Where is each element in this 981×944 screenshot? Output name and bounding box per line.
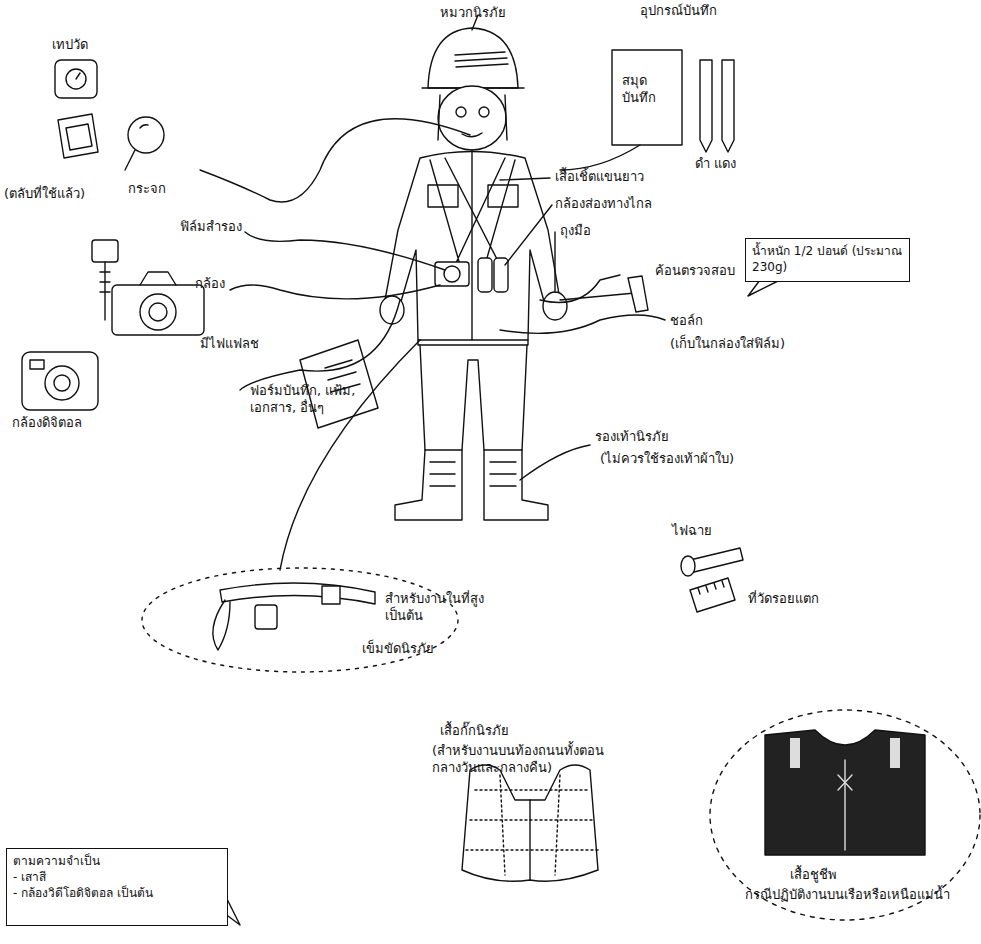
part-label: ถุงมือ xyxy=(560,222,591,239)
node-text: - กล้องวิดีโอดิจิตอล เป็นต้น xyxy=(13,885,221,901)
part-label: หมวกนิรภัย xyxy=(440,4,506,21)
life-jacket xyxy=(710,710,980,920)
flashlight-and-ruler xyxy=(681,548,743,612)
part-label: เข็มขัดนิรภัย xyxy=(362,640,434,657)
part-label: เสื้อเชิ้ตแขนยาว xyxy=(555,168,644,185)
cameras xyxy=(22,240,204,410)
part-label: เสื้อกั๊กนิรภัย xyxy=(440,722,509,739)
part-label: ที่วัดรอยแตก xyxy=(748,590,819,607)
node-text: ตามความจำเป็น xyxy=(13,853,221,869)
part-label: กล้องดิจิตอล xyxy=(12,414,82,431)
part-label: กระจก xyxy=(128,180,166,197)
small-tools xyxy=(55,60,164,170)
weight-callout: น้ำหนัก 1/2 ปอนด์ (ประมาณ 230g) xyxy=(745,238,910,282)
part-label: (ตลับที่ใช้แล้ว) xyxy=(4,185,85,202)
part-label: สมุด บันทึก xyxy=(622,72,672,106)
part-label: กรณีปฏิบัติงานบนเรือหรือเหนือแม่น้ำ xyxy=(745,886,950,903)
part-label: ค้อนตรวจสอบ xyxy=(655,262,735,279)
note-box: ตามความจำเป็น- เสาสี- กล้องวิดีโอดิจิตอล… xyxy=(6,848,228,926)
part-label: เทปวัด xyxy=(52,36,88,53)
part-label: (ไม่ควรใช้รองเท้าผ้าใบ) xyxy=(600,450,734,467)
part-label: (เก็บในกล่องใส่ฟิล์ม) xyxy=(670,335,785,352)
leader-lines xyxy=(200,15,665,570)
part-label: ฟอร์มบันทึก, แฟ้ม, เอกสาร, อื่นๆ xyxy=(250,382,370,416)
part-label: (สำหรับงานบนท้องถนนทั้งตอนกลางวันและกลาง… xyxy=(432,742,632,776)
inspector-figure xyxy=(300,28,648,520)
part-label: สำหรับงานในที่สูง เป็นต้น xyxy=(385,590,510,624)
part-label: ไฟฉาย xyxy=(672,522,712,539)
notebook-and-pens xyxy=(612,50,734,152)
part-label: ชอล์ก xyxy=(670,312,703,329)
part-label: รองเท้านิรภัย xyxy=(595,428,669,445)
part-label: ฟิล์มสำรอง xyxy=(180,218,242,235)
node-text: น้ำหนัก 1/2 ปอนด์ (ประมาณ 230g) xyxy=(752,243,903,275)
part-label: อุปกรณ์บันทึก xyxy=(640,2,717,19)
safety-vest xyxy=(462,765,598,881)
part-label: เสื้อชูชีพ xyxy=(790,866,837,883)
part-label: กล้องส่องทางไกล xyxy=(555,195,652,212)
part-label: มีไฟแฟลช xyxy=(200,335,259,352)
part-label: กล้อง xyxy=(195,275,225,292)
node-text: - เสาสี xyxy=(13,869,221,885)
callout-tail xyxy=(748,280,780,296)
part-label: ดำ แดง xyxy=(695,155,736,172)
